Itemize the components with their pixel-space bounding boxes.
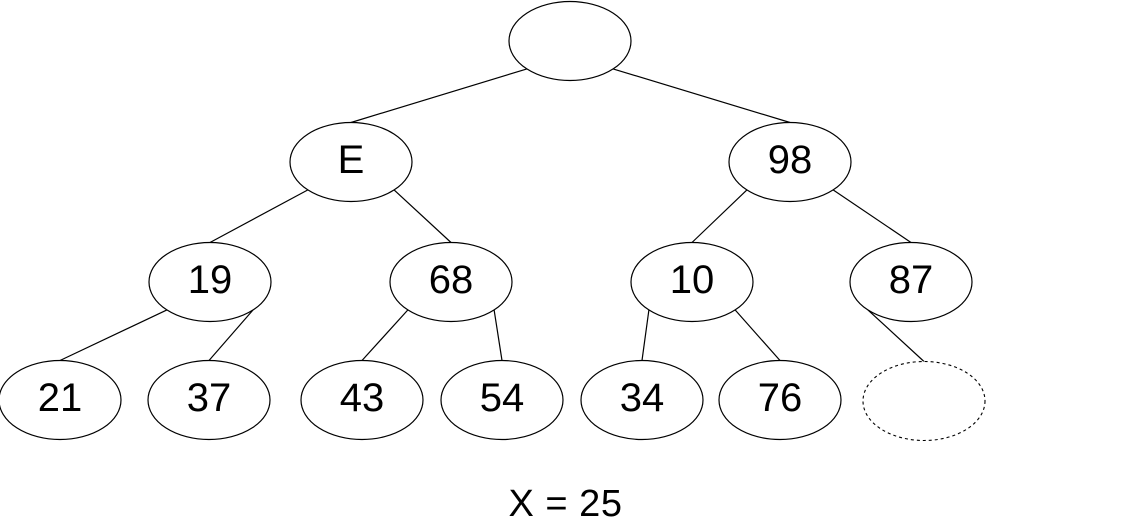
node-ellipse (147, 359, 271, 441)
tree-node-34: 34 (580, 359, 704, 441)
tree-edge-root-98 (612, 68, 791, 124)
node-label: 37 (187, 376, 232, 420)
node-label: 98 (768, 138, 813, 182)
node-label: 54 (480, 376, 525, 420)
tree-node-87: 87 (849, 241, 973, 323)
tree-edge-E-68 (393, 189, 452, 243)
node-label: 10 (670, 258, 715, 302)
tree-node-37: 37 (147, 359, 271, 441)
node-label: 19 (188, 258, 233, 302)
tree-node-root (508, 0, 632, 82)
node-ellipse (300, 359, 424, 441)
tree-edge-68-43 (361, 309, 409, 361)
tree-edge-68-54 (493, 309, 503, 361)
node-ellipse (289, 121, 413, 203)
tree-edge-E-19 (209, 189, 309, 244)
node-ellipse (508, 0, 632, 82)
tree-node-19: 19 (148, 241, 272, 323)
node-ellipse (630, 241, 754, 323)
tree-node-10: 10 (630, 241, 754, 323)
tree-edge-98-10 (691, 189, 748, 243)
node-label: 43 (340, 376, 385, 420)
tree-edge-10-76 (734, 309, 781, 361)
tree-edge-19-37 (208, 309, 254, 361)
node-label: 87 (889, 258, 934, 302)
tree-edge-87-empty (867, 309, 925, 362)
node-label: E (338, 138, 365, 182)
tree-node-21: 21 (0, 359, 122, 441)
node-ellipse (148, 241, 272, 323)
tree-node-43: 43 (300, 359, 424, 441)
tree-node-54: 54 (440, 359, 564, 441)
node-ellipse (580, 359, 704, 441)
node-ellipse (0, 359, 122, 441)
tree-edge-10-34 (641, 309, 650, 361)
node-ellipse (718, 359, 842, 441)
caption-text: X = 25 (508, 483, 623, 525)
empty-dashed-node-ellipse (862, 360, 986, 442)
node-label: 76 (758, 376, 803, 420)
node-label: 68 (429, 258, 474, 302)
tree-edge-19-21 (59, 309, 168, 362)
node-label: 34 (620, 376, 665, 420)
tree-node-E: E (289, 121, 413, 203)
tree-node-68: 68 (389, 241, 513, 323)
tree-edge-root-E (350, 68, 528, 124)
node-ellipse (849, 241, 973, 323)
tree-node-empty (862, 360, 986, 442)
node-ellipse (440, 359, 564, 441)
tree-edge-98-87 (832, 189, 912, 243)
node-ellipse (389, 241, 513, 323)
node-ellipse (728, 121, 852, 203)
node-label: 21 (38, 376, 83, 420)
tree-node-76: 76 (718, 359, 842, 441)
tree-node-98: 98 (728, 121, 852, 203)
